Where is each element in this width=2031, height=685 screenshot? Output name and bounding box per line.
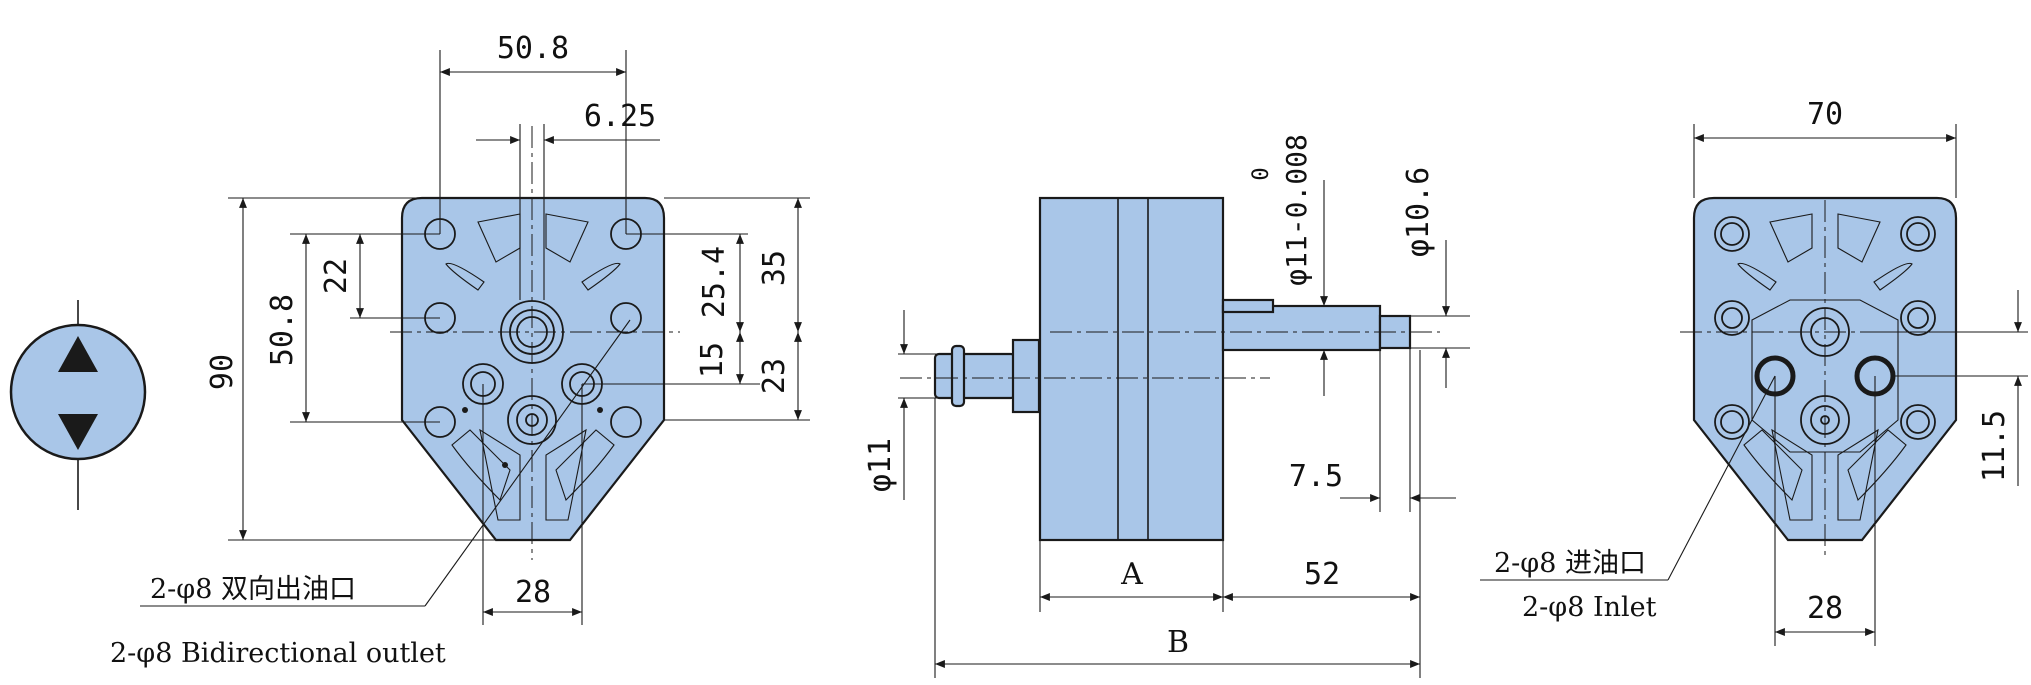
dim-total-length: B	[1167, 625, 1189, 660]
label-outlet-cn: 2-φ8 双向出油口	[150, 574, 356, 605]
dim-bottom-width: 28	[515, 575, 551, 610]
side-view: φ11 φ11-0.008 0 φ10.6 7.5 A 52 B	[863, 134, 1470, 678]
rear-view: 70 11.5 28 2-φ8 进油口 2-φ8 Inlet	[1480, 97, 2028, 646]
dim-shaft-offset: 6.25	[584, 99, 656, 134]
dim-lower-offset: 15	[695, 342, 730, 378]
label-inlet-cn: 2-φ8 进油口	[1494, 548, 1646, 579]
dim-upper-short: 22	[319, 258, 354, 294]
dim-shaft-length: 52	[1304, 557, 1340, 592]
dim-center-to-top-hole: 25.4	[697, 246, 732, 318]
dim-rear-bottom-width: 28	[1807, 591, 1843, 626]
dim-key-length: 7.5	[1289, 459, 1343, 494]
dim-top-width: 50.8	[497, 31, 569, 66]
dim-shaft-dia: φ10.6	[1401, 167, 1436, 257]
dim-body-length: A	[1120, 557, 1143, 592]
dim-left-dia: φ11	[863, 438, 898, 492]
dim-rear-width: 70	[1807, 97, 1843, 132]
front-view: 50.8 6.25 90 50.8 22 25.4 35 15 23	[110, 31, 810, 669]
down-arrow-icon	[58, 414, 98, 450]
dim-shaft-tol-upper: 0	[1249, 167, 1274, 180]
dim-hole-vertical: 50.8	[265, 294, 300, 366]
dim-center-to-bottom: 23	[757, 358, 792, 394]
up-arrow-icon	[58, 336, 98, 372]
dim-shaft-dia-tol: φ11-0.008	[1280, 134, 1313, 286]
label-outlet-en: 2-φ8 Bidirectional outlet	[110, 638, 446, 669]
dim-rear-offset: 11.5	[1977, 410, 2012, 482]
dim-height-total: 90	[205, 354, 240, 390]
dim-top-to-center: 35	[757, 250, 792, 286]
label-inlet-en: 2-φ8 Inlet	[1522, 592, 1657, 623]
bidirectional-pump-symbol	[9, 300, 147, 510]
